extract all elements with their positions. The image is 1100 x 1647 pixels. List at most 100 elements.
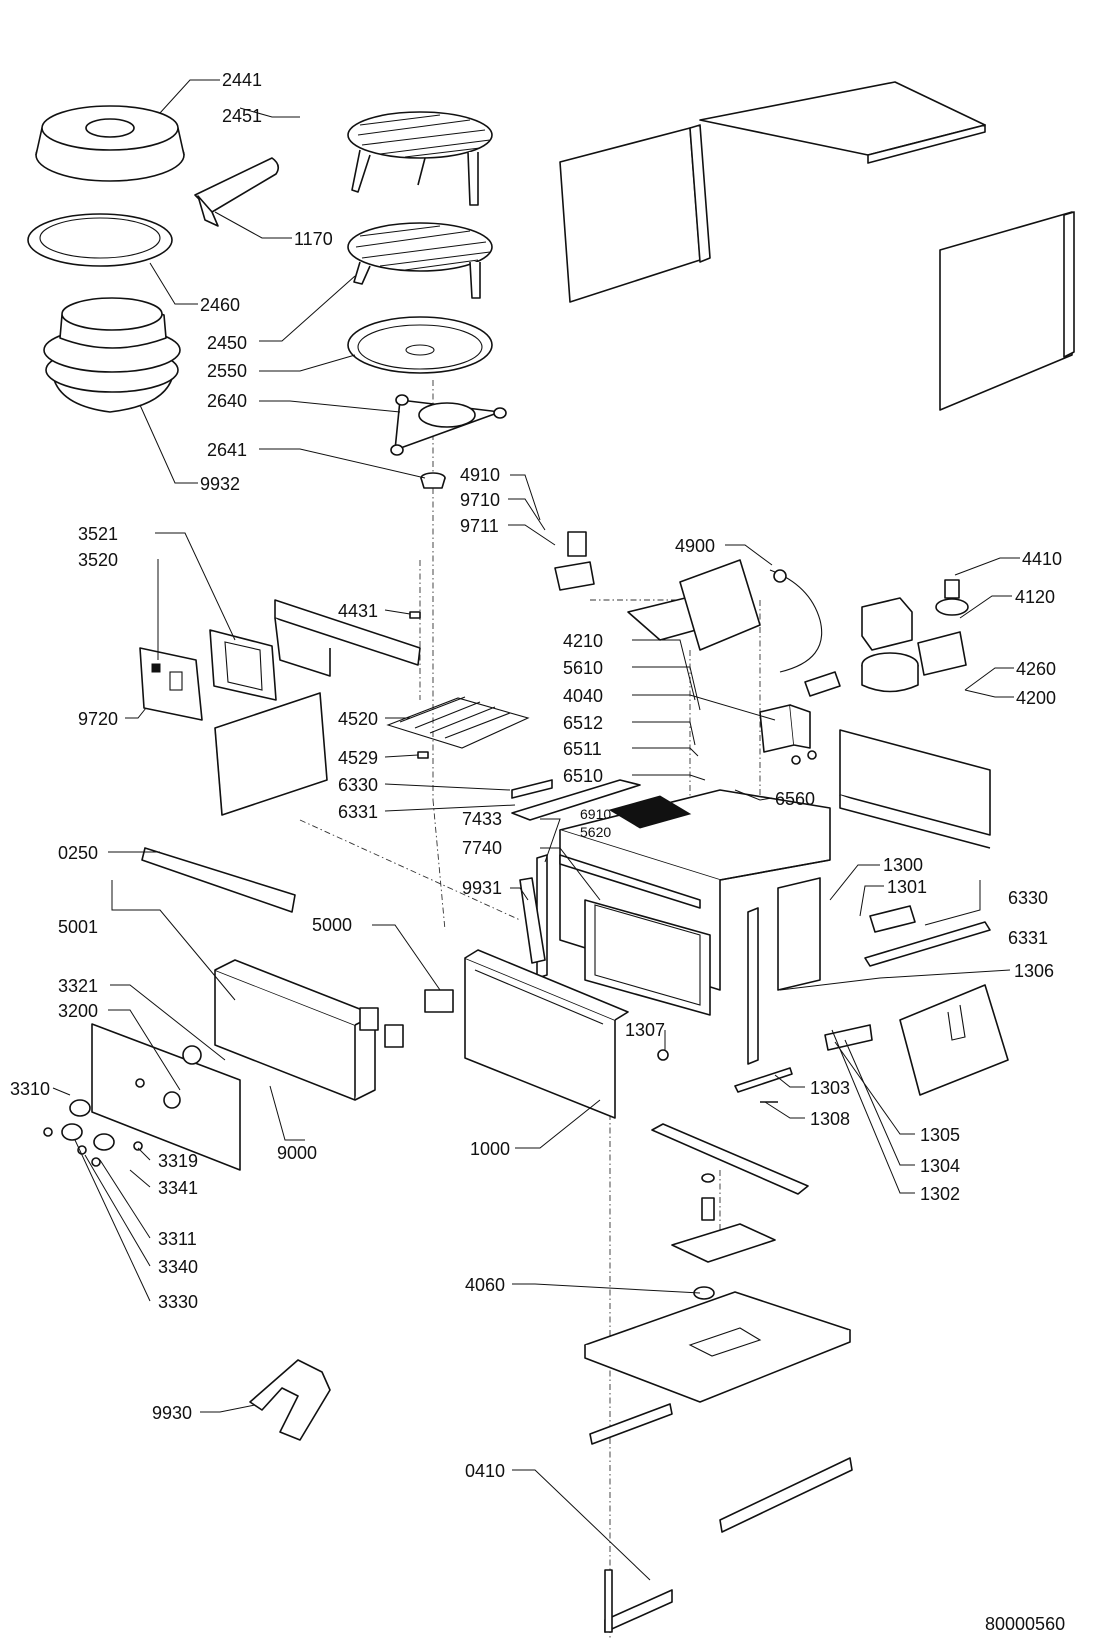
side-panel-right xyxy=(939,211,1075,411)
label-6330-right: 6330 xyxy=(1008,888,1048,908)
label-3319: 3319 xyxy=(158,1151,198,1171)
switch-block-4910 xyxy=(554,531,595,591)
cover-dish-2441 xyxy=(35,105,185,182)
rack-2451 xyxy=(347,111,493,206)
label-3520: 3520 xyxy=(78,550,118,570)
label-5610: 5610 xyxy=(563,658,603,678)
label-2460: 2460 xyxy=(200,295,240,315)
label-2441: 2441 xyxy=(222,70,262,90)
label-0410: 0410 xyxy=(465,1461,505,1481)
shield-3521 xyxy=(209,629,277,701)
label-2451: 2451 xyxy=(222,106,262,126)
knobs-3310-3330 xyxy=(43,1099,143,1167)
label-4210: 4210 xyxy=(563,631,603,651)
label-6331-left: 6331 xyxy=(338,802,378,822)
grill-element-4520 xyxy=(386,696,530,759)
label-3311: 3311 xyxy=(158,1229,197,1249)
label-4260: 4260 xyxy=(1016,659,1056,679)
label-2640: 2640 xyxy=(207,391,247,411)
part-labels: 2441 2451 1170 2460 2450 2550 2640 2641 … xyxy=(10,70,1065,1634)
base-rail xyxy=(651,1123,809,1195)
magnetron-4040 xyxy=(759,704,817,765)
air-guide-9931 xyxy=(519,877,546,964)
stand-9930 xyxy=(249,1359,331,1441)
label-1305: 1305 xyxy=(920,1125,960,1145)
label-7433: 7433 xyxy=(462,809,502,829)
top-panel xyxy=(699,81,986,164)
label-4529: 4529 xyxy=(338,748,378,768)
leader-lines xyxy=(52,79,1020,1581)
label-4410: 4410 xyxy=(1022,549,1062,569)
label-3330: 3330 xyxy=(158,1292,198,1312)
label-4431: 4431 xyxy=(338,601,378,621)
label-3341: 3341 xyxy=(158,1178,198,1198)
label-1307: 1307 xyxy=(625,1020,665,1040)
label-6330-left: 6330 xyxy=(338,775,378,795)
label-4200: 4200 xyxy=(1016,688,1056,708)
label-9930: 9930 xyxy=(152,1403,192,1423)
label-1304: 1304 xyxy=(920,1156,960,1176)
side-panel-left xyxy=(559,124,711,303)
label-2550: 2550 xyxy=(207,361,247,381)
label-6512: 6512 xyxy=(563,713,603,733)
cavity-side-strips xyxy=(536,854,821,1065)
label-9932: 9932 xyxy=(200,474,240,494)
label-7740: 7740 xyxy=(462,838,502,858)
label-1302: 1302 xyxy=(920,1184,960,1204)
pcb-3520 xyxy=(139,647,203,721)
label-9000: 9000 xyxy=(277,1143,317,1163)
bracket-4431 xyxy=(274,599,421,677)
label-6510: 6510 xyxy=(563,766,603,786)
label-0250: 0250 xyxy=(58,843,98,863)
label-9720: 9720 xyxy=(78,709,118,729)
label-3521: 3521 xyxy=(78,524,118,544)
label-6331-right: 6331 xyxy=(1008,928,1048,948)
label-4060: 4060 xyxy=(465,1275,505,1295)
label-4040: 4040 xyxy=(563,686,603,706)
label-1303: 1303 xyxy=(810,1078,850,1098)
panel-frame-5000-5001 xyxy=(214,959,454,1101)
base-plate-4060 xyxy=(584,1286,851,1403)
label-2450: 2450 xyxy=(207,333,247,353)
label-4520: 4520 xyxy=(338,709,378,729)
label-1306: 1306 xyxy=(1014,961,1054,981)
label-5620: 5620 xyxy=(580,824,611,840)
label-5000: 5000 xyxy=(312,915,352,935)
rear-panel-4200 xyxy=(839,729,991,849)
label-6910: 6910 xyxy=(580,806,611,822)
cavity xyxy=(559,789,831,1016)
transformer-4410-4120 xyxy=(861,579,969,693)
label-1300: 1300 xyxy=(883,855,923,875)
rail-6330-6331 xyxy=(511,779,641,821)
label-3200: 3200 xyxy=(58,1001,98,1021)
label-4120: 4120 xyxy=(1015,587,1055,607)
strip-0250 xyxy=(141,847,296,913)
insulation-board xyxy=(214,692,328,816)
label-3340: 3340 xyxy=(158,1257,198,1277)
label-1301: 1301 xyxy=(887,877,927,897)
label-4910: 4910 xyxy=(460,465,500,485)
label-6560: 6560 xyxy=(775,789,815,809)
rack-2450 xyxy=(347,222,493,299)
label-9710: 9710 xyxy=(460,490,500,510)
insulation-1305 xyxy=(899,984,1009,1096)
drawing-number: 80000560 xyxy=(985,1614,1065,1634)
rails-0410 xyxy=(589,1403,853,1633)
control-panel-3200 xyxy=(91,1023,241,1171)
coupler-2641 xyxy=(420,472,446,489)
label-5001: 5001 xyxy=(58,917,98,937)
label-3321: 3321 xyxy=(58,976,98,996)
label-4900: 4900 xyxy=(675,536,715,556)
turntable-2550 xyxy=(347,316,493,374)
steamer-9932 xyxy=(43,297,181,413)
door-1000 xyxy=(464,949,629,1119)
label-1000: 1000 xyxy=(470,1139,510,1159)
roller-ring-2640 xyxy=(390,394,507,456)
plate-2460 xyxy=(27,213,173,267)
label-6511: 6511 xyxy=(563,739,602,759)
label-9931: 9931 xyxy=(462,878,502,898)
waveguide-cover xyxy=(627,559,761,651)
fan-mount xyxy=(671,1173,776,1263)
label-1170: 1170 xyxy=(294,229,333,249)
